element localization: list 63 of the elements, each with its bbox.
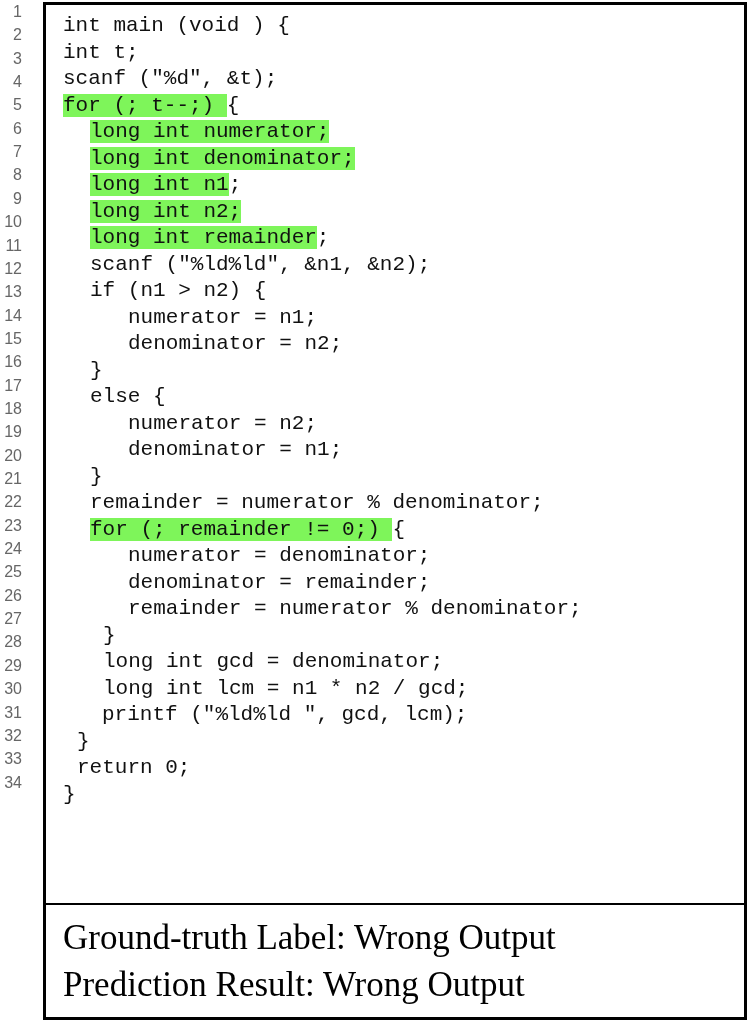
line-number: 27 <box>4 610 22 629</box>
line-number: 19 <box>4 423 22 442</box>
line-number: 13 <box>4 283 22 302</box>
code-panel <box>43 2 747 906</box>
line-number: 15 <box>4 329 22 348</box>
line-number: 17 <box>4 376 22 395</box>
code-line: remainder = numerator % denominator; <box>90 490 544 516</box>
code-line: scanf ("%ld%ld", &n1, &n2); <box>90 251 431 278</box>
line-number: 6 <box>13 119 22 138</box>
line-number: 29 <box>4 656 22 675</box>
line-number: 31 <box>4 703 22 722</box>
code-line: denominator = remainder; <box>128 569 431 596</box>
line-number: 2 <box>13 26 22 45</box>
line-number: 21 <box>4 470 22 488</box>
line-number: 24 <box>4 540 22 559</box>
line-number: 1 <box>13 3 22 21</box>
code-line: printf ("%ld%ld ", gcd, lcm); <box>102 702 468 728</box>
code-line: long int gcd = denominator; <box>103 649 444 675</box>
code-line: } <box>103 622 116 649</box>
code-line: int t; <box>63 39 139 66</box>
result-text: Ground-truth Label: Wrong Output <box>63 918 556 958</box>
line-number: 26 <box>4 586 22 605</box>
line-number: 32 <box>4 726 22 745</box>
code-line: numerator = n2; <box>128 410 318 437</box>
code-line: numerator = denominator; <box>128 543 431 569</box>
code-line: int main (void ) { <box>63 13 290 39</box>
code-line: denominator = n2; <box>128 331 343 357</box>
line-number: 30 <box>4 680 22 699</box>
code-line: for (; remainder != 0;) { <box>90 516 406 543</box>
line-number: 34 <box>4 773 22 792</box>
line-number: 18 <box>4 399 22 418</box>
code-line: long int lcm = n1 * n2 / gcd; <box>103 675 469 702</box>
line-number: 28 <box>4 633 22 652</box>
result-panel <box>43 903 747 1020</box>
code-line: } <box>63 781 76 808</box>
line-number: 3 <box>13 49 22 68</box>
code-line: return 0; <box>77 755 191 781</box>
line-number: 10 <box>4 213 22 232</box>
code-line: numerator = n1; <box>128 304 318 331</box>
code-line: denominator = n1; <box>128 437 343 463</box>
code-line: for (; t--;) { <box>63 92 240 119</box>
code-line: remainder = numerator % denominator; <box>128 596 582 622</box>
line-number: 9 <box>13 189 22 208</box>
line-number: 16 <box>4 353 22 372</box>
line-number: 25 <box>4 563 22 582</box>
line-number: 23 <box>4 516 22 535</box>
line-number: 33 <box>4 750 22 769</box>
code-line: else { <box>90 384 166 410</box>
code-line: scanf ("%d", &t); <box>63 66 278 92</box>
line-number: 5 <box>13 96 22 115</box>
line-number: 20 <box>4 446 22 465</box>
code-line: if (n1 > n2) { <box>90 278 267 304</box>
code-line: } <box>90 357 103 384</box>
line-number: 14 <box>4 306 22 325</box>
code-line: } <box>90 463 103 490</box>
line-number: 11 <box>5 236 22 255</box>
line-number: 12 <box>4 259 22 278</box>
line-number: 22 <box>4 493 22 512</box>
result-text: Prediction Result: Wrong Output <box>63 965 525 1005</box>
line-number: 7 <box>13 143 22 162</box>
line-number: 8 <box>13 166 22 185</box>
code-line: } <box>77 728 90 755</box>
line-number: 4 <box>13 73 22 92</box>
